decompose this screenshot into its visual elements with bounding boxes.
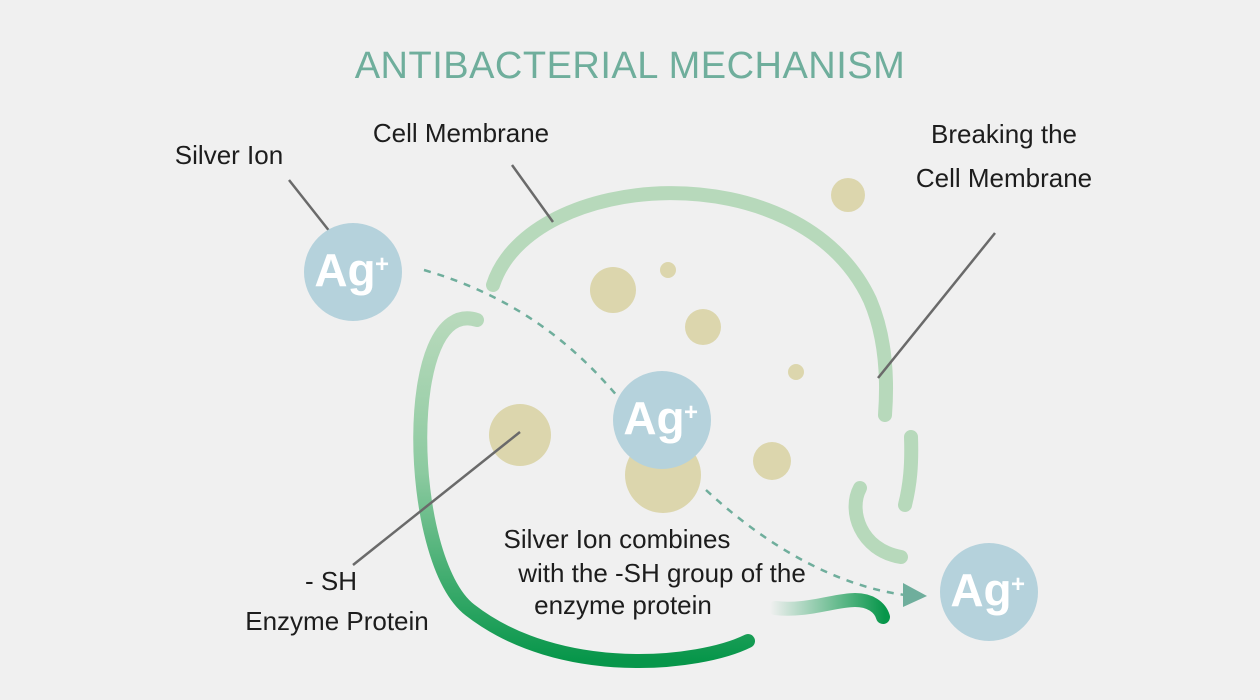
membrane-fragment-2 <box>848 481 908 564</box>
label-breaking-membrane-line2: Cell Membrane <box>916 163 1092 193</box>
enzyme-protein-particle <box>489 404 551 466</box>
ion-symbol: Ag <box>623 392 684 444</box>
cell-membrane-upper-arc <box>486 186 894 422</box>
ion-charge: + <box>684 399 698 426</box>
particle <box>590 267 636 313</box>
ion-charge: + <box>375 251 389 278</box>
particle <box>685 309 721 345</box>
label-breaking-membrane-line1: Breaking the <box>931 119 1077 149</box>
ion-charge: + <box>1011 571 1025 598</box>
particle <box>660 262 676 278</box>
exit-tail <box>768 592 890 624</box>
membrane-fragment-1 <box>898 430 919 512</box>
silver-ion-outside: Ag + <box>304 223 402 321</box>
label-combines-line3: enzyme protein <box>534 590 712 620</box>
particle <box>788 364 804 380</box>
arrow-head-icon <box>903 583 927 607</box>
pointer-silver-ion <box>288 179 335 238</box>
label-combines-line2: with the -SH group of the <box>517 558 806 588</box>
label-sh: - SH <box>305 566 357 596</box>
label-combines-line1: Silver Ion combines <box>504 524 731 554</box>
particle <box>753 442 791 480</box>
label-silver-ion: Silver Ion <box>175 140 283 170</box>
ion-symbol: Ag <box>314 244 375 296</box>
pointer-enzyme-protein <box>352 431 521 566</box>
label-enzyme-protein: Enzyme Protein <box>245 606 429 636</box>
pointer-cell-membrane <box>510 164 555 223</box>
particle <box>831 178 865 212</box>
cell-membrane-lower-arc <box>413 311 755 668</box>
pointer-breaking-membrane <box>877 232 996 379</box>
ion-symbol: Ag <box>950 564 1011 616</box>
ion-path <box>705 489 906 597</box>
ion-path <box>423 268 619 398</box>
silver-ion-inside: Ag + <box>613 371 711 469</box>
label-cell-membrane: Cell Membrane <box>373 118 549 148</box>
silver-ion-exited: Ag + <box>940 543 1038 641</box>
diagram-title: ANTIBACTERIAL MECHANISM <box>355 45 906 87</box>
